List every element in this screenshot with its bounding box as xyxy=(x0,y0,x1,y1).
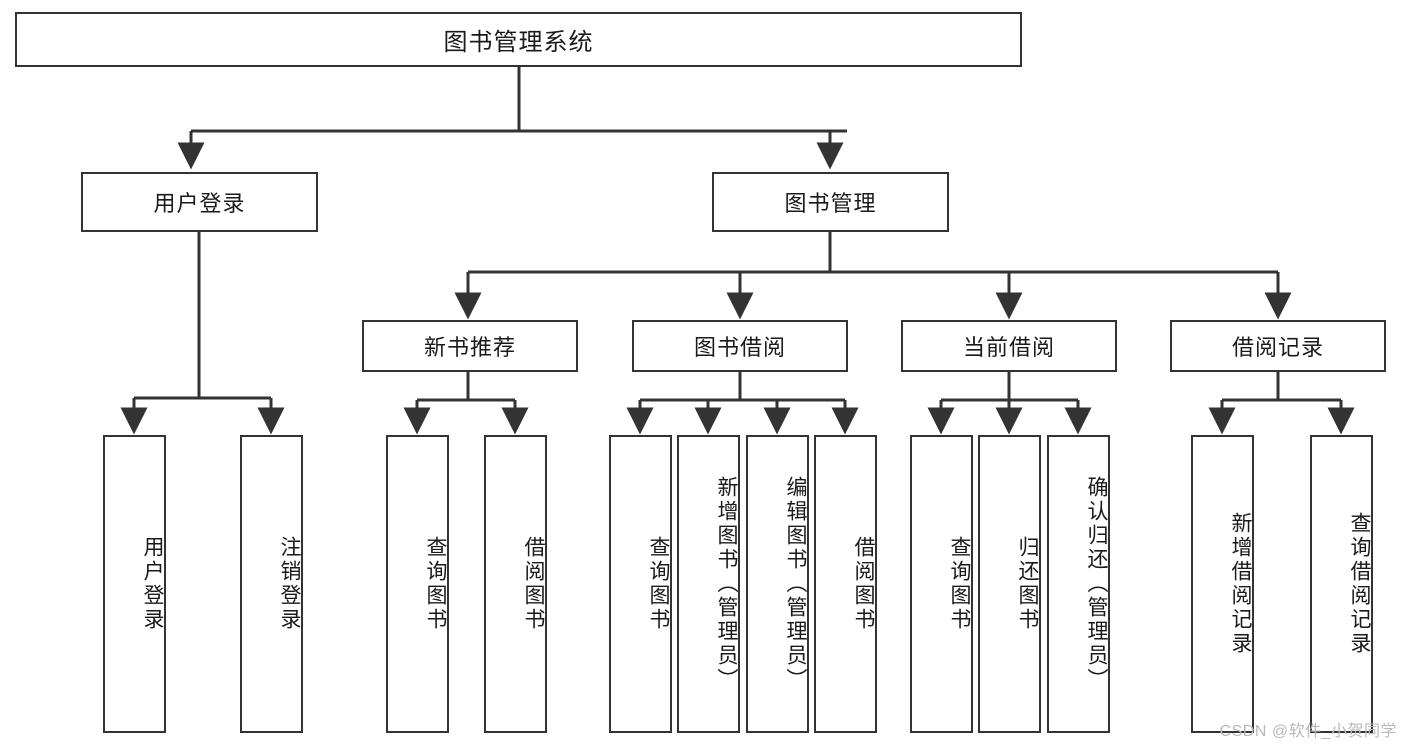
node-label: 借阅图书 xyxy=(522,536,545,632)
leaf-query-borrow-record[interactable]: 查询借阅记录 xyxy=(1310,435,1373,733)
node-label: 注销登录 xyxy=(278,536,301,632)
leaf-query-book-borrow[interactable]: 查询图书 xyxy=(609,435,672,733)
node-label: 当前借阅 xyxy=(962,335,1055,360)
node-label: 新增图书（管理员） xyxy=(715,476,738,692)
leaf-add-borrow-record[interactable]: 新增借阅记录 xyxy=(1191,435,1254,733)
leaf-return-book[interactable]: 归还图书 xyxy=(978,435,1041,733)
node-label: 借阅图书 xyxy=(852,536,875,632)
leaf-edit-book-admin[interactable]: 编辑图书（管理员） xyxy=(746,435,809,733)
node-book-borrow[interactable]: 图书借阅 xyxy=(632,320,848,372)
node-new-book-recommend[interactable]: 新书推荐 xyxy=(362,320,578,372)
node-label: 图书管理 xyxy=(784,191,877,216)
leaf-add-book-admin[interactable]: 新增图书（管理员） xyxy=(677,435,740,733)
node-label: 图书借阅 xyxy=(693,335,786,360)
node-label: 新书推荐 xyxy=(423,335,516,360)
node-label: 确认归还（管理员） xyxy=(1085,476,1108,692)
node-book-management[interactable]: 图书管理 xyxy=(712,172,949,232)
node-label: 归还图书 xyxy=(1016,536,1039,632)
node-label: 查询图书 xyxy=(948,536,971,632)
node-label: 新增借阅记录 xyxy=(1229,512,1252,656)
node-label: 查询图书 xyxy=(647,536,670,632)
node-label: 查询借阅记录 xyxy=(1348,512,1371,656)
node-label: 查询图书 xyxy=(424,536,447,632)
node-user-login[interactable]: 用户登录 xyxy=(81,172,318,232)
leaf-borrow-book[interactable]: 借阅图书 xyxy=(814,435,877,733)
csdn-watermark: CSDN @软件_小贺同学 xyxy=(1219,723,1397,740)
leaf-confirm-return-admin[interactable]: 确认归还（管理员） xyxy=(1047,435,1110,733)
leaf-logout[interactable]: 注销登录 xyxy=(240,435,303,733)
node-label: 用户登录 xyxy=(141,536,164,632)
node-borrow-record[interactable]: 借阅记录 xyxy=(1170,320,1386,372)
node-current-borrow[interactable]: 当前借阅 xyxy=(901,320,1117,372)
node-label: 借阅记录 xyxy=(1231,335,1324,360)
node-label: 图书管理系统 xyxy=(443,29,594,56)
leaf-user-login[interactable]: 用户登录 xyxy=(103,435,166,733)
leaf-query-book-current[interactable]: 查询图书 xyxy=(910,435,973,733)
node-label: 用户登录 xyxy=(153,191,246,216)
leaf-query-book-recommend[interactable]: 查询图书 xyxy=(386,435,449,733)
leaf-borrow-book-recommend[interactable]: 借阅图书 xyxy=(484,435,547,733)
node-root-system[interactable]: 图书管理系统 xyxy=(15,12,1022,67)
node-label: 编辑图书（管理员） xyxy=(784,476,807,692)
